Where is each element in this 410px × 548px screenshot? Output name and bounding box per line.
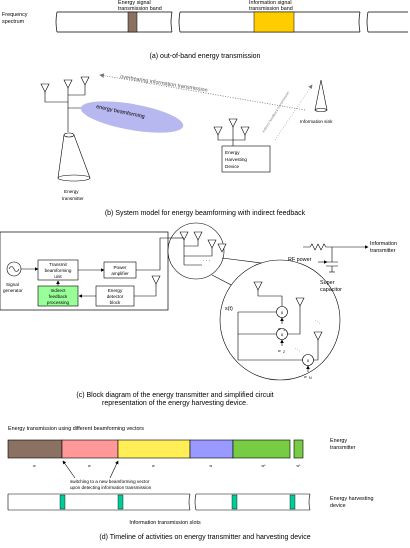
st-label: s(t) <box>225 306 233 312</box>
energy-band <box>127 11 138 33</box>
segment-3 <box>117 439 191 459</box>
segment-5 <box>232 439 291 459</box>
energy-beam <box>80 101 184 133</box>
weight-2: w <box>278 349 281 353</box>
feedback-label: indirect feedback transmission <box>261 90 290 133</box>
info-sink <box>314 79 328 112</box>
mult-2: x <box>281 332 284 337</box>
info-slot-3 <box>231 494 238 510</box>
switch-arrow-1 <box>62 460 76 479</box>
harvest-circuit <box>303 243 369 273</box>
detector-label-2: detector <box>107 294 124 299</box>
segment-label-4: w <box>210 464 213 468</box>
segment-label-2: w <box>88 464 91 468</box>
panel-d: Energy transmission using different beam… <box>7 426 373 541</box>
weight-2-sub: 2 <box>283 350 285 354</box>
transmitter-label-2: transmitter <box>62 196 84 201</box>
signal-generator <box>6 261 22 277</box>
segment-label-3: w <box>152 464 155 468</box>
panel-c: Signal generator Transmit beamforming un… <box>0 222 397 407</box>
antenna-array-zoom <box>219 259 341 381</box>
panel-b: energy beamforming Energy transmitter ov… <box>40 73 333 217</box>
dots-zoom-2: . . . <box>314 317 322 325</box>
device-label-3: Device <box>225 164 239 169</box>
energy-tx-label-1: Energy <box>330 438 347 444</box>
weight-1: w <box>278 327 281 331</box>
overhearing-label: overhearing information transmission <box>120 74 208 94</box>
spectrum-label-1: Frequency <box>2 12 28 18</box>
info-slot-1 <box>59 494 66 510</box>
segment-1 <box>7 439 63 459</box>
info-band-label-1: Information signal <box>249 0 292 6</box>
spectrum-strip <box>55 11 408 33</box>
weight-n-sub: N <box>309 376 312 380</box>
rf-power-label: RF power <box>288 257 312 263</box>
antenna-array-small <box>167 222 227 280</box>
caption-a: (a) out-of-band energy transmission <box>150 53 261 60</box>
harvest-strip <box>7 493 311 511</box>
power-amp-label-2: amplifier <box>111 271 129 276</box>
switch-label-1: switching to a new beamforming vector <box>70 479 150 484</box>
transmitter-block <box>0 231 169 311</box>
slots-label: Information transmission slots <box>129 520 201 526</box>
segment-4 <box>189 439 234 459</box>
info-slots <box>59 494 296 510</box>
mult-n: x <box>307 358 310 363</box>
device-label-2: Harvesting <box>225 157 247 162</box>
detector-label-1: Energy <box>108 288 123 293</box>
dots-zoom-1: . . . <box>294 345 302 353</box>
signal-gen-label-1: Signal <box>6 282 19 287</box>
weight-n: w <box>304 375 307 379</box>
info-slot-4 <box>289 494 296 510</box>
segment-2 <box>61 439 119 459</box>
device-label-1: Energy <box>225 150 240 155</box>
mult-1: x <box>281 310 284 315</box>
caption-b: (b) System model for energy beamforming … <box>105 210 306 217</box>
harvest-label-2: device <box>330 503 346 509</box>
info-sink-label: Information sink <box>300 119 333 124</box>
segment-label-1: w <box>33 464 36 468</box>
segment-label-5: w* <box>262 464 267 468</box>
energy-tx-label-2: transmitter <box>330 445 356 451</box>
info-tx-label-1: Information <box>370 241 397 247</box>
harvesting-device <box>213 118 271 173</box>
info-band <box>253 11 295 33</box>
info-slot-2 <box>117 494 124 510</box>
tx-bf-label-2: beamforming <box>45 268 72 273</box>
detector-label-3: block <box>110 300 121 305</box>
spectrum-label-2: spectrum <box>2 19 25 25</box>
super-cap-label-2: capacitor <box>320 287 342 293</box>
energy-band-label-2: transmission band <box>118 6 162 12</box>
switch-arrow-2 <box>109 460 119 479</box>
signal-gen-label-2: generator <box>3 288 23 293</box>
panel-a: Frequency spectrum Energy signal transmi… <box>2 0 408 60</box>
info-band-label-2: transmission band <box>249 6 293 12</box>
tx-bf-label-3: unit <box>54 274 62 279</box>
caption-d: (d) Timeline of activities on energy tra… <box>99 534 310 541</box>
overhearing-arrow <box>99 73 306 111</box>
super-cap-label-1: Super <box>320 280 335 286</box>
info-tx-label-2: transmitter <box>370 248 396 254</box>
caption-c-2: representation of the energy harvesting … <box>102 400 248 407</box>
switch-label-2: upon detecting information transmission <box>70 485 152 490</box>
fb-proc-label-1: Indirect <box>50 288 66 293</box>
segment-label-6: w* <box>297 464 302 468</box>
power-amp-label-1: Power <box>113 265 126 270</box>
caption-c-1: (c) Block diagram of the energy transmit… <box>76 392 273 399</box>
segment-6 <box>293 439 304 459</box>
feedback-arrow <box>274 84 313 141</box>
energy-segments: w w w w w* w* <box>7 439 304 468</box>
fb-proc-label-3: processing <box>47 300 70 305</box>
weight-1-sub: 1 <box>283 328 285 332</box>
dots-small: . . . <box>203 257 211 263</box>
transmitter-label-1: Energy <box>64 189 79 194</box>
transmitter-cone <box>57 132 91 182</box>
timeline-title: Energy transmission using different beam… <box>8 426 144 432</box>
fb-proc-label-2: feedback <box>49 294 68 299</box>
energy-band-label-1: Energy signal <box>118 0 151 6</box>
harvest-label-1: Energy harvesting <box>330 496 373 502</box>
tx-bf-label-1: Transmit <box>49 262 67 267</box>
